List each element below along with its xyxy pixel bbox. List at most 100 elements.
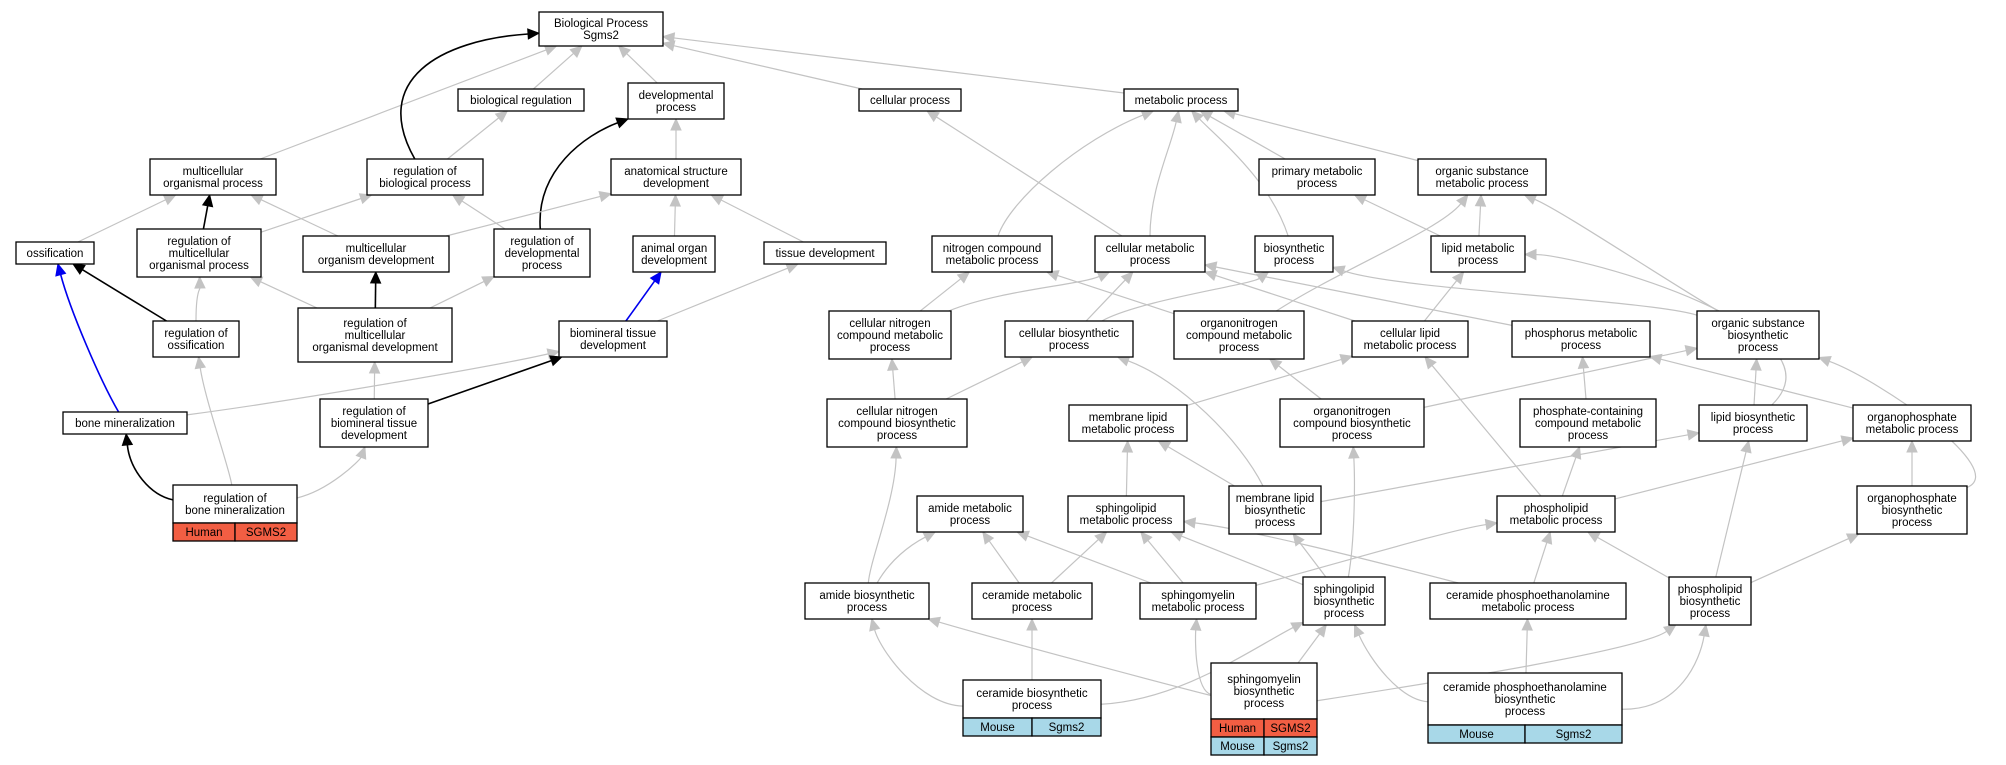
node-label-line: phospholipid [1524, 503, 1589, 515]
edge [201, 193, 214, 230]
edge-arrowhead [890, 445, 902, 459]
edge-arrowhead [927, 616, 942, 628]
edge-arrowhead [926, 110, 940, 123]
go-term-node[interactable]: cellular process [858, 88, 962, 112]
edge-arrowhead [451, 194, 466, 207]
node-label-line: phosphorus metabolic [1525, 328, 1638, 340]
edge-arrowhead [710, 194, 725, 206]
node-label-line: primary metabolic [1272, 166, 1363, 178]
node-label-line: organonitrogen [1313, 406, 1390, 418]
edge [1045, 270, 1175, 315]
edge-arrowhead [369, 270, 382, 284]
go-term-node[interactable]: bone mineralization [62, 411, 188, 435]
edge-arrowhead [1521, 617, 1533, 631]
edge-line [400, 33, 529, 160]
go-term-node[interactable]: biological regulation [457, 88, 585, 112]
node-box [828, 310, 952, 360]
edge-line [1167, 446, 1235, 487]
node-box [632, 235, 716, 273]
edge [1577, 355, 1590, 400]
node-box [558, 320, 668, 358]
edge-line [186, 353, 549, 416]
edge [876, 531, 937, 584]
edge-line [1198, 118, 1289, 237]
edge [194, 355, 233, 486]
edge [1140, 531, 1184, 584]
edge-arrowhead [494, 110, 509, 123]
edge [1016, 530, 1152, 584]
edge-line [1715, 451, 1747, 578]
edge-line [260, 281, 318, 309]
node-label-line: process [870, 342, 911, 354]
edge-line [59, 274, 120, 413]
node-label-line: developmental [505, 248, 580, 260]
edge-line [1582, 367, 1587, 400]
edge [1614, 435, 1855, 500]
node-label-line: biosynthetic [1495, 694, 1556, 706]
go-term-node[interactable]: metabolic process [1123, 88, 1239, 112]
node-label-line: organismal process [149, 260, 249, 272]
go-term-node[interactable]: ceramide phosphoethanolaminebiosynthetic… [1427, 672, 1623, 744]
edge-line [259, 49, 547, 160]
edge-arrowhead [1348, 445, 1360, 459]
node-box [931, 235, 1053, 273]
edge-line [1358, 634, 1429, 703]
edge-line [1423, 280, 1458, 322]
edge-line [202, 205, 209, 230]
edge-line [997, 114, 1144, 237]
edge [1423, 345, 1699, 408]
edge [1347, 445, 1360, 578]
edge-line [1316, 630, 1668, 702]
go-term-node[interactable]: tissue development [763, 241, 887, 265]
go-term-node[interactable]: ossification [15, 241, 95, 265]
edge-arrowhead [1140, 109, 1155, 121]
node-label-line: ossification [27, 248, 84, 260]
edge [1189, 617, 1212, 695]
